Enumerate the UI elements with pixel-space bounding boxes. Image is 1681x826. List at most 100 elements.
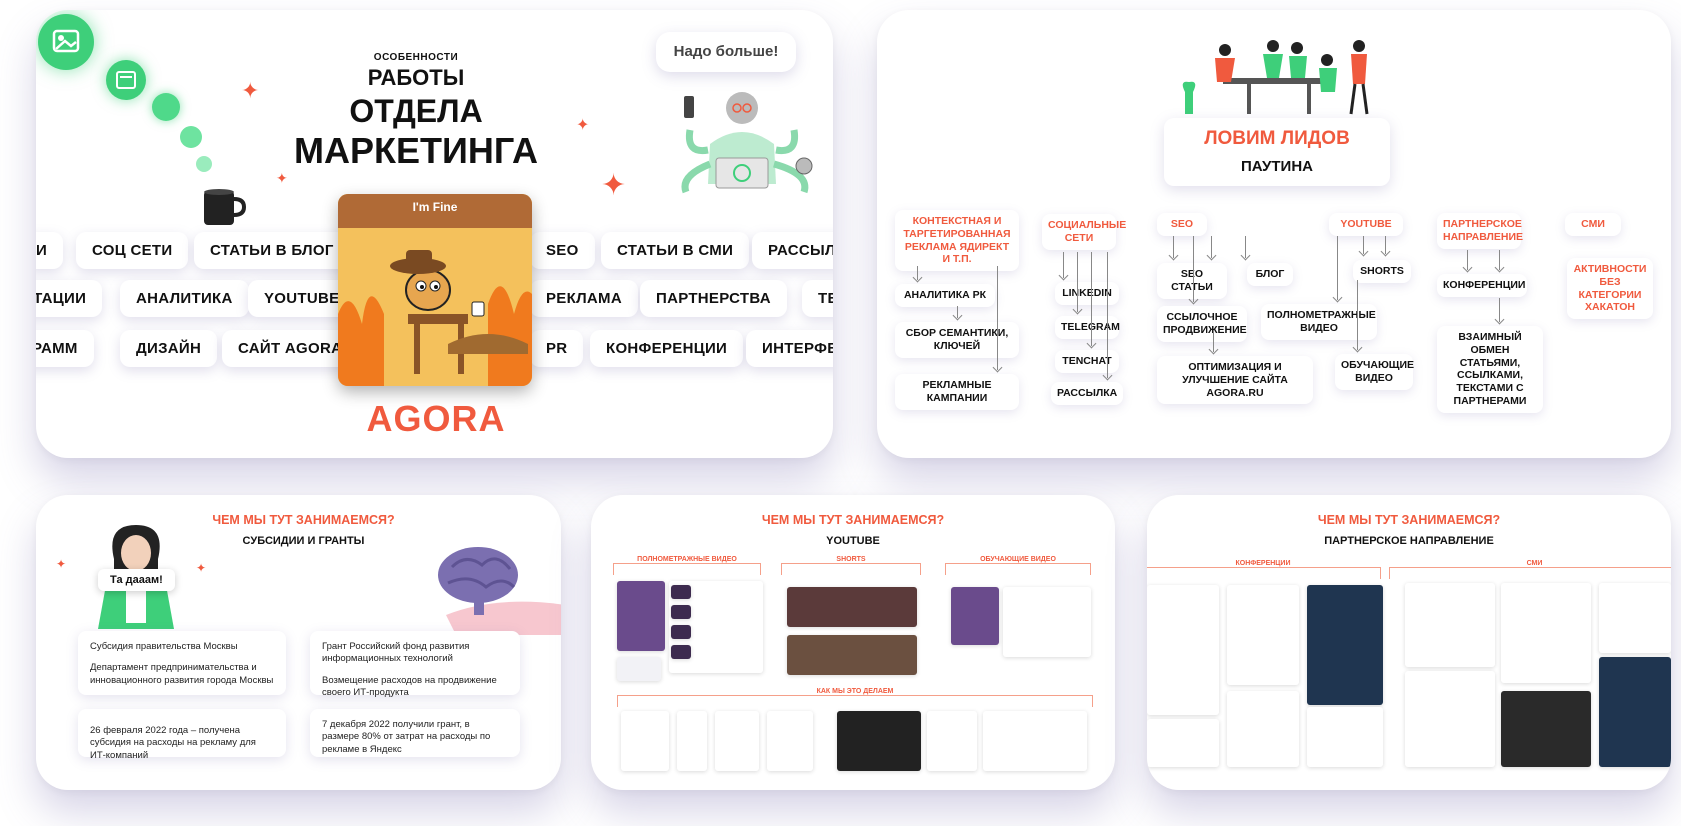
pill-row1-4: СТАТЬИ В СМИ	[601, 232, 750, 269]
slide-subtitle: СУБСИДИИ И ГРАНТЫ	[242, 535, 365, 547]
social-item-linkedin: LINKEDIN	[1055, 282, 1119, 305]
sound-app-icon	[180, 126, 202, 148]
info-text: Грант Российский фонд развития информаци…	[322, 641, 470, 665]
seo-item-optimization: ОПТИМИЗАЦИЯ И УЛУЧШЕНИЕ САЙТА AGORA.RU	[1157, 356, 1313, 405]
title-line-3: МАРКЕТИНГА	[294, 130, 538, 171]
tutorial-thumbnail	[951, 587, 999, 645]
partner-item-exchange: ВЗАИМНЫЙ ОБМЕН СТАТЬЯМИ, ССЫЛКАМИ, ТЕКСТ…	[1437, 326, 1543, 413]
conference-screenshot	[1147, 719, 1219, 767]
arrow	[1363, 236, 1364, 254]
info-box-moscow-subsidy: Субсидия правительства Москвы Департамен…	[78, 631, 286, 695]
social-item-mailing: РАССЫЛКА	[1051, 382, 1123, 405]
section-tutorials: ОБУЧАЮЩИЕ ВИДЕО	[945, 556, 1091, 575]
pill-row2-2: YOUTUBE	[248, 280, 356, 317]
slide-subsidies-grants: ЧЕМ МЫ ТУТ ЗАНИМАЕМСЯ? СУБСИДИИ И ГРАНТЫ…	[36, 495, 561, 790]
arrow	[1211, 236, 1212, 258]
pill-row3-4: КОНФЕРЕНЦИИ	[590, 330, 744, 367]
video-list-screenshot	[669, 581, 763, 673]
media-header: СМИ	[1565, 213, 1621, 236]
youtube-header: YOUTUBE	[1329, 213, 1403, 236]
arrow	[1213, 330, 1214, 352]
pill-row1-1: СОЦ СЕТИ	[76, 232, 189, 269]
pill-row3-1: ДИЗАЙН	[120, 330, 218, 367]
multitasking-woman-illustration	[680, 84, 830, 214]
social-item-tenchat: TENCHAT	[1055, 350, 1119, 373]
pill-row3-5: ИНТЕРФЕ	[746, 330, 833, 367]
arrow	[1245, 236, 1246, 258]
pill-row2-3: РЕКЛАМА	[530, 280, 638, 317]
conference-screenshot	[1307, 707, 1383, 767]
info-text: Возмещение расходов на продвижение своег…	[322, 674, 497, 699]
context-item-campaigns: РЕКЛАМНЫЕ КАМПАНИИ	[895, 374, 1019, 410]
process-screenshot	[621, 711, 669, 771]
section-label: КАК МЫ ЭТО ДЕЛАЕМ	[811, 688, 899, 695]
section-label: SHORTS	[831, 556, 871, 563]
brain-hand-illustration	[426, 535, 561, 635]
pill-row2-1: АНАЛИТИКА	[120, 280, 249, 317]
slide-marketing-features: ✦ ✦ ✦ ✦ ОСОБЕННОСТИ РАБОТЫ ОТДЕЛА МАРКЕТ…	[36, 10, 833, 458]
slide-title: ЧЕМ МЫ ТУТ ЗАНИМАЕМСЯ?	[1317, 513, 1501, 527]
process-screenshot	[767, 711, 813, 771]
section-shorts: SHORTS	[781, 556, 921, 575]
arrow	[1385, 236, 1386, 254]
info-text: 7 декабря 2022 получили грант, в размере…	[322, 719, 491, 755]
section-fulllength: ПОЛНОМЕТРАЖНЫЕ ВИДЕО	[613, 556, 761, 575]
section-label: КОНФЕРЕНЦИИ	[1230, 560, 1296, 567]
media-screenshot	[1405, 583, 1495, 667]
agora-logo: AGORA	[366, 398, 506, 439]
pill-row2-5: ТЕ	[802, 280, 833, 317]
arrow	[1499, 298, 1500, 322]
section-media: СМИ	[1389, 560, 1671, 579]
info-box-rfrit-grant: Грант Российский фонд развития информаци…	[310, 631, 520, 698]
arrow	[1063, 252, 1064, 278]
process-screenshot	[677, 711, 707, 771]
this-is-fine-meme: I'm Fine	[338, 194, 532, 386]
context-item-semantics: СБОР СЕМАНТИКИ, КЛЮЧЕЙ	[895, 322, 1019, 358]
slide-partners: ЧЕМ МЫ ТУТ ЗАНИМАЕМСЯ? ПАРТНЕРСКОЕ НАПРА…	[1147, 495, 1671, 790]
video-editor-screenshot	[837, 711, 921, 771]
youtube-item-fulllength: ПОЛНОМЕТРАЖНЫЕ ВИДЕО	[1261, 304, 1377, 340]
pill-row3-2: САЙТ AGORA	[222, 330, 359, 367]
media-screenshot	[1405, 671, 1495, 767]
arrow	[1357, 280, 1358, 350]
pill-row3-3: PR	[530, 330, 584, 367]
sparkle-icon: ✦	[56, 557, 67, 571]
pill-row1-5: РАССЫЛ	[752, 232, 833, 269]
image-app-icon	[38, 14, 94, 70]
star-icon: ✦	[276, 170, 288, 186]
arrow	[1077, 252, 1078, 312]
speech-bubble: Надо больше!	[656, 32, 796, 72]
badge: Та дааам!	[98, 569, 175, 591]
star-icon: ✦	[241, 78, 260, 103]
coffee-mug-icon	[200, 185, 247, 227]
slide-title: ЧЕМ МЫ ТУТ ЗАНИМАЕМСЯ?	[212, 513, 395, 527]
media-item-other: АКТИВНОСТИ БЕЗ КАТЕГОРИИ ХАКАТОН	[1567, 258, 1653, 320]
info-box-grant-date: 7 декабря 2022 получили грант, в размере…	[310, 709, 520, 757]
media-screenshot	[1599, 657, 1671, 767]
slide-subtitle: ПАРТНЕРСКОЕ НАПРАВЛЕНИЕ	[1324, 535, 1494, 547]
partner-header: ПАРТНЕРСКОЕ НАПРАВЛЕНИЕ	[1437, 213, 1523, 249]
star-icon: ✦	[576, 117, 590, 134]
title-box: ЛОВИМ ЛИДОВ ПАУТИНА	[1164, 118, 1390, 186]
context-ads-header: КОНТЕКСТНАЯ И ТАРГЕТИРОВАННАЯ РЕКЛАМА ЯД…	[895, 210, 1019, 272]
chat-app-icon	[196, 156, 212, 172]
arrow	[1173, 236, 1174, 258]
section-conferences: КОНФЕРЕНЦИИ	[1147, 560, 1381, 579]
title-line-1: РАБОТЫ	[367, 65, 465, 90]
pill-row3-0: РАММ	[36, 330, 94, 367]
tutorial-list-screenshot	[1003, 587, 1091, 657]
meme-caption: I'm Fine	[412, 200, 458, 214]
social-item-telegram: TELEGRAM	[1055, 316, 1120, 339]
youtube-item-shorts: SHORTS	[1353, 260, 1411, 283]
pill-row2-0: НТАЦИИ	[36, 280, 103, 317]
conference-screenshot	[1227, 585, 1299, 685]
arrow	[957, 306, 958, 318]
seo-item-blog: БЛОГ	[1247, 263, 1293, 286]
section-label: ОБУЧАЮЩИЕ ВИДЕО	[975, 556, 1061, 563]
media-screenshot	[1501, 691, 1591, 767]
arrow	[1337, 236, 1338, 300]
arrow	[1193, 236, 1194, 302]
youtube-item-tutorial: ОБУЧАЮЩИЕ ВИДЕО	[1335, 354, 1414, 390]
section-label: СМИ	[1521, 560, 1548, 567]
arrow	[1107, 252, 1108, 378]
